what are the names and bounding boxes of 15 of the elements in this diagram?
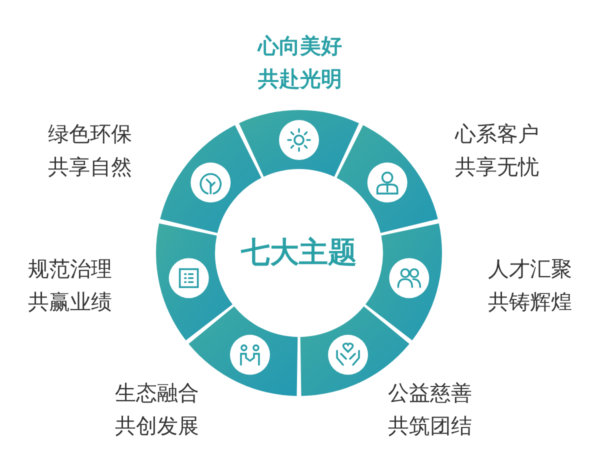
theme-label: 人才汇聚 bbox=[488, 256, 572, 283]
theme-label: 共享自然 bbox=[48, 154, 132, 181]
theme-label: 共赢业绩 bbox=[28, 289, 112, 316]
theme-label: 心向美好 bbox=[258, 33, 342, 60]
theme-label: 生态融合 bbox=[115, 380, 199, 407]
theme-label: 绿色环保 bbox=[48, 121, 132, 148]
theme-label: 共享无忧 bbox=[455, 154, 539, 181]
theme-label: 公益慈善 bbox=[388, 380, 472, 407]
center-title: 七大主题 bbox=[241, 234, 357, 272]
theme-label: 共铸辉煌 bbox=[488, 289, 572, 316]
theme-label: 共筑团结 bbox=[388, 413, 472, 440]
theme-label: 共创发展 bbox=[115, 413, 199, 440]
theme-label: 心系客户 bbox=[455, 121, 539, 148]
theme-label: 规范治理 bbox=[28, 256, 112, 283]
theme-label: 共赴光明 bbox=[258, 66, 342, 93]
